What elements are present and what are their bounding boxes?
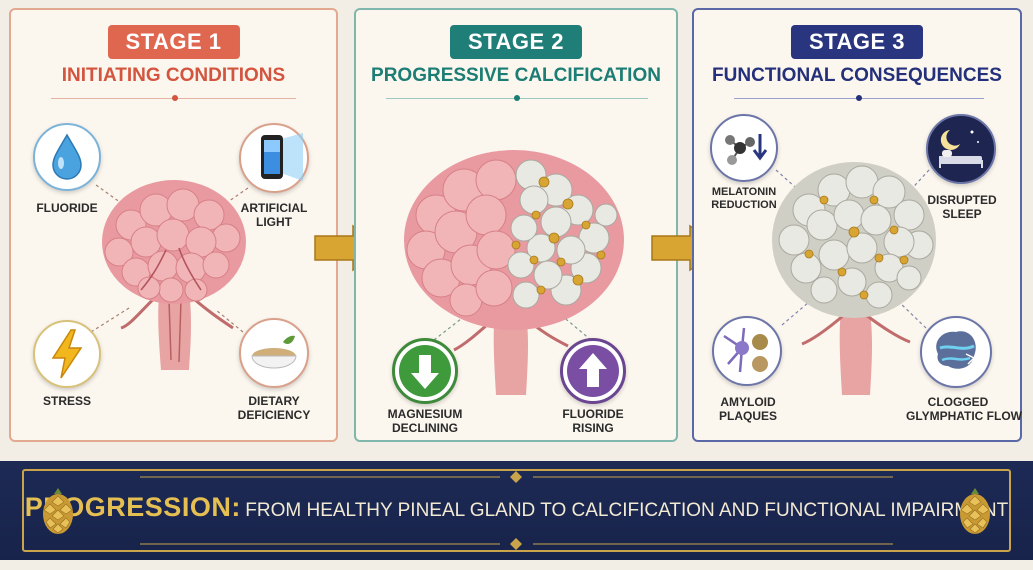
stage-3-badge: STAGE 3 — [790, 25, 924, 59]
banner-body: FROM HEALTHY PINEAL GLAND TO CALCIFICATI… — [245, 500, 1009, 521]
banner-caption: PROGRESSION: FROM HEALTHY PINEAL GLAND T… — [0, 492, 1033, 523]
pine-cone-icon — [43, 488, 73, 534]
lightning-icon — [51, 329, 83, 379]
stage-3-item-glymphatic — [920, 316, 992, 388]
stage-1-panel: STAGE 1 INITIATING CONDITIONS — [9, 8, 338, 442]
calcified-gland-stem — [801, 300, 911, 395]
stage-3-panel: STAGE 3 FUNCTIONAL CONSEQUENCES — [692, 8, 1022, 442]
stage-2-item-fluoride — [560, 338, 626, 404]
fully-calcified-gland — [772, 162, 936, 318]
stage-3-title: FUNCTIONAL CONSEQUENCES — [712, 65, 1002, 86]
stage-3-artwork — [772, 162, 936, 395]
pine-cone-icon — [960, 488, 990, 534]
stage-2-panel: STAGE 2 PROGRESSIVE CALCIFICATION — [354, 8, 678, 442]
stage-1-title: INITIATING CONDITIONS — [61, 65, 286, 86]
stage-2-badge: STAGE 2 — [449, 25, 583, 59]
water-drop-icon — [52, 133, 82, 180]
stage-2-item-magnesium — [392, 338, 458, 404]
up-arrow-icon — [567, 345, 619, 397]
neuron-icon — [723, 327, 768, 373]
stage-1-item-label: FLUORIDE — [36, 201, 98, 215]
stage-1-item-dietary-deficiency — [239, 318, 309, 388]
stage-1-item-label: STRESS — [42, 394, 91, 408]
healthy-pineal-gland — [102, 180, 246, 304]
calcified-crystals — [507, 159, 618, 309]
stage-1-item-artificial-light — [239, 123, 309, 193]
progression-banner: PROGRESSION: FROM HEALTHY PINEAL GLAND T… — [0, 461, 1033, 560]
stage-2-artwork — [404, 150, 624, 395]
partially-calcified-gland — [404, 150, 624, 330]
stage-1-badge: STAGE 1 — [107, 25, 240, 59]
food-bowl-icon — [251, 335, 297, 369]
moon-bed-icon — [939, 130, 983, 168]
stage-3-item-melatonin — [710, 114, 778, 182]
stage-3-item-sleep — [926, 114, 996, 184]
stage-1-item-fluoride — [33, 123, 101, 191]
brain-flow-icon — [936, 331, 976, 369]
stage-2-title: PROGRESSIVE CALCIFICATION — [371, 65, 661, 86]
stage-1-artwork — [90, 180, 249, 370]
down-arrow-icon — [399, 345, 451, 397]
molecule-icon — [725, 134, 768, 165]
stage-3-item-amyloid — [712, 316, 782, 386]
smartphone-icon — [261, 133, 303, 181]
stage-1-item-stress — [33, 320, 101, 388]
